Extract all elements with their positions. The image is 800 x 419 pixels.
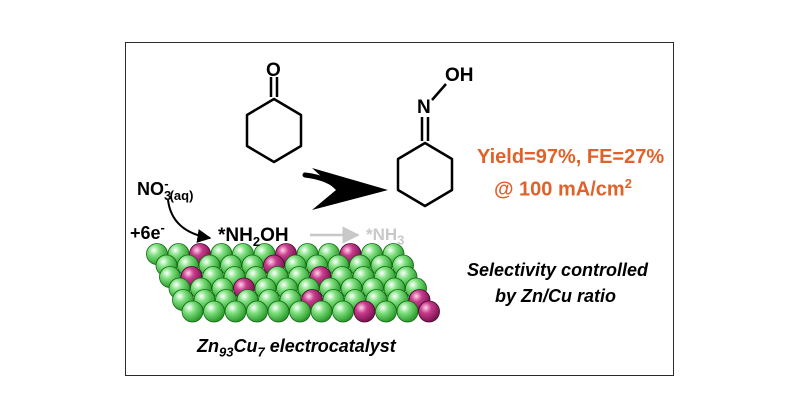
- oxime-ring: [396, 83, 454, 208]
- current-density-label: @ 100 mA/cm2: [494, 176, 632, 201]
- oxime-nitrogen: N: [417, 97, 431, 118]
- zn-atom: [267, 300, 290, 323]
- nitrate-label: NO3-(aq): [137, 176, 194, 203]
- zn-atom: [224, 300, 247, 323]
- zn-atom: [289, 300, 311, 323]
- zn-atom: [396, 300, 419, 323]
- cu-atom: [418, 300, 440, 323]
- catalyst-caption: Zn93Cu7 electrocatalyst: [197, 336, 396, 360]
- zn-atom: [246, 300, 268, 323]
- catalyst-surface: [146, 243, 440, 323]
- zn-atom: [332, 300, 354, 323]
- selectivity-line1: Selectivity controlled: [467, 260, 649, 280]
- oxime-hydroxyl: OH: [445, 65, 474, 86]
- reaction-arrow-head: [312, 168, 388, 210]
- zn-atom: [203, 300, 225, 323]
- ammonia-label: *NH3: [366, 225, 405, 248]
- hydroxylamine-label: *NH2OH: [218, 225, 289, 249]
- electron-label: +6e-: [130, 220, 165, 243]
- yield-fe-label: Yield=97%, FE=27%: [477, 146, 665, 168]
- ketone-oxygen: O: [266, 60, 281, 81]
- cu-atom: [353, 300, 376, 323]
- zn-atom: [310, 300, 333, 323]
- nitrate-arrow: [167, 199, 212, 243]
- zn-atom: [375, 300, 397, 323]
- selectivity-line2: by Zn/Cu ratio: [495, 286, 616, 306]
- zn-atom: [181, 300, 204, 323]
- cyclohexanone-ring: [245, 77, 303, 164]
